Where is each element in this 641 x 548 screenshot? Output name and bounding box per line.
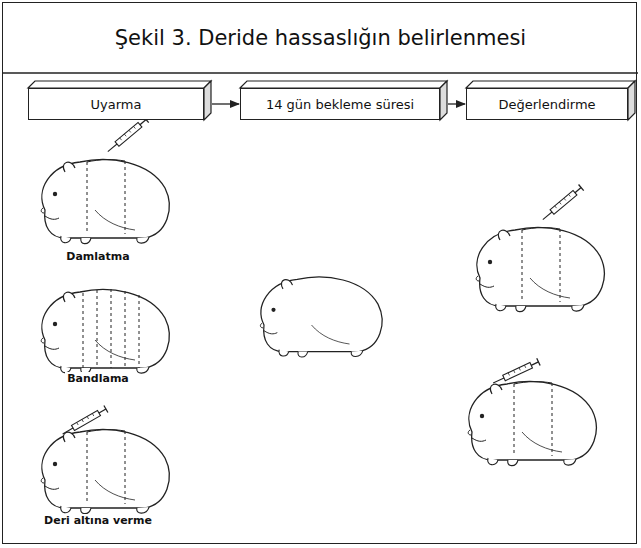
box-label: Uyarma	[91, 97, 142, 112]
box-depth	[466, 81, 635, 88]
box-label: Değerlendirme	[498, 97, 595, 112]
box-depth	[240, 81, 447, 88]
process-box: Değerlendirme	[466, 88, 628, 120]
flow-arrow	[448, 103, 465, 104]
box-label: 14 gün bekleme süresi	[266, 97, 414, 112]
box-depth	[440, 81, 447, 120]
figure-title: Şekil 3. Deride hassaslığın belirlenmesi	[2, 26, 639, 50]
box-depth	[628, 81, 635, 120]
box-depth	[28, 81, 211, 88]
method-label: Bandlama	[65, 372, 131, 385]
flow-arrow	[212, 103, 239, 104]
method-label: Deri altına verme	[42, 514, 154, 527]
process-box: 14 gün bekleme süresi	[240, 88, 440, 120]
method-label: Damlatma	[64, 250, 131, 263]
process-box: Uyarma	[28, 88, 204, 120]
box-depth	[204, 81, 211, 120]
